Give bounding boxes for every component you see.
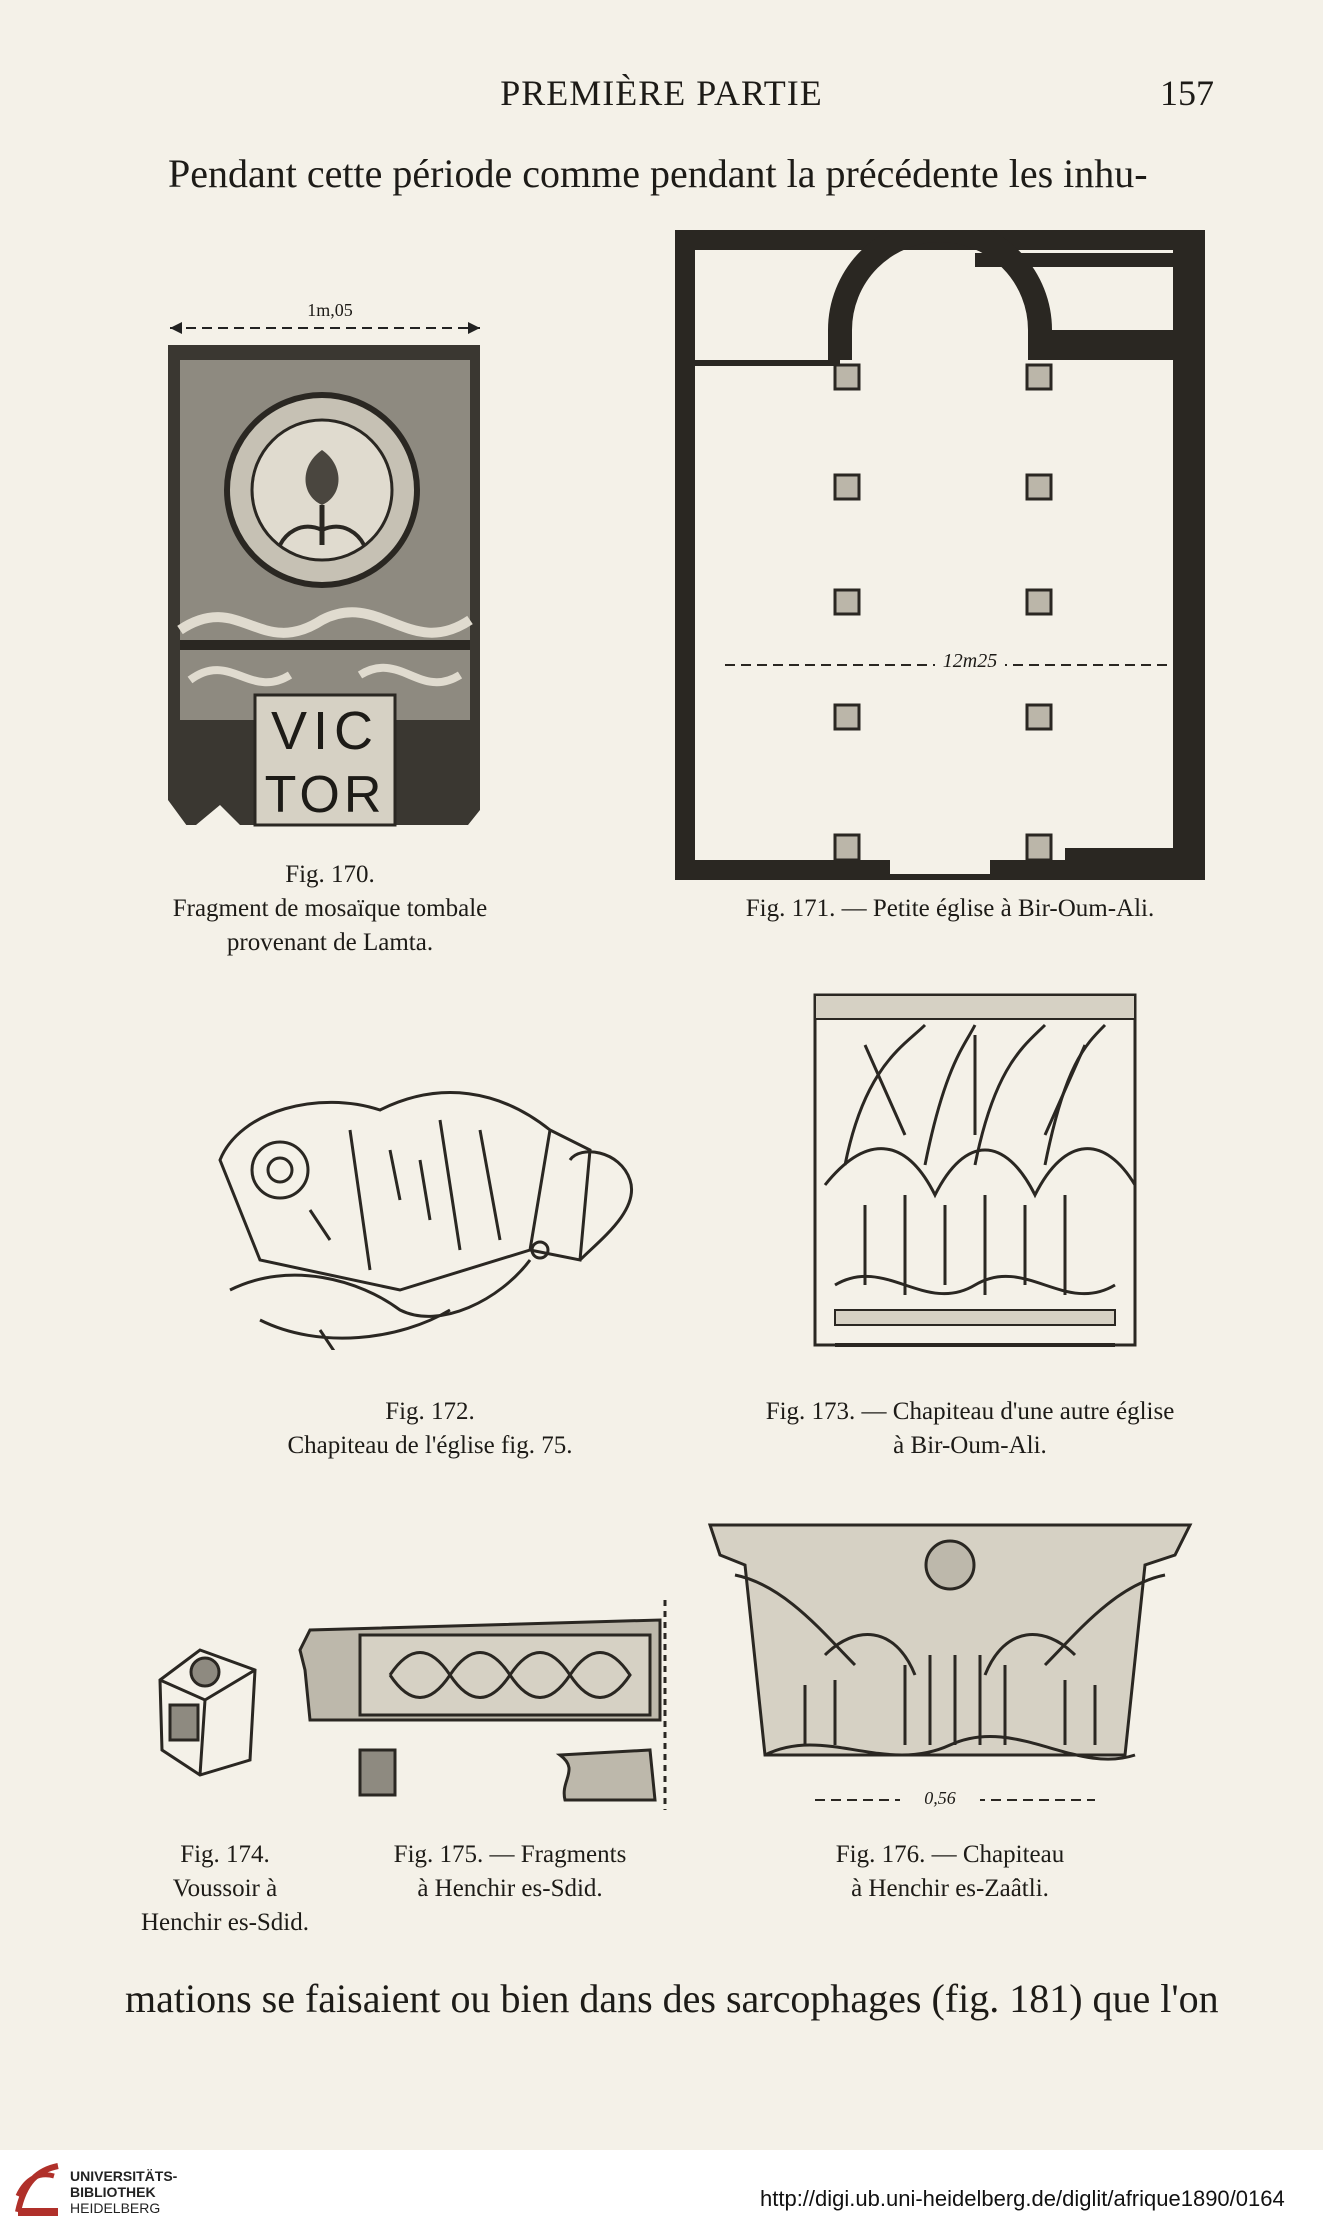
fig172-capital-sketch [218,1091,634,1350]
fig171-church-plan [675,230,1205,880]
fig174-caption-line-2: Voussoir à [172,1875,278,1902]
footer-bar [0,2150,1323,2238]
fig176-dimension-label: 0,56 [900,1788,980,1809]
running-header: PREMIÈRE PARTIE [500,73,823,113]
fig174-voussoir-sketch [158,1648,257,1777]
fig170-inscription-tor: TOR [264,766,386,824]
source-url-link[interactable]: http://digi.ub.uni-heidelberg.de/diglit/… [760,2186,1285,2211]
body-text-bottom-line: mations se faisaient ou bien dans des sa… [125,1976,1219,2021]
fig175-fragments-drawing [298,1600,667,1810]
fig174-caption-line-3: Henchir es-Sdid. [140,1909,310,1936]
fig170-caption-line-3: provenant de Lamta. [226,929,434,956]
fig173-capital-drawing [813,993,1137,1347]
logo-line-2: BIBLIOTHEK [70,2184,156,2200]
fig176-caption-line-1: Fig. 176. — Chapiteau [835,1841,1065,1868]
library-logo-text: UNIVERSITÄTS- BIBLIOTHEK HEIDELBERG [70,2168,177,2216]
fig171-dimension-label: 12m25 [935,650,1005,673]
fig173-caption-line-1: Fig. 173. — Chapiteau d'une autre église [765,1398,1175,1425]
page-number: 157 [1160,73,1214,113]
body-text-top-line: Pendant cette période comme pendant la p… [168,151,1148,196]
fig172-caption-number: Fig. 172. [385,1398,475,1425]
fig175-caption-line-1: Fig. 175. — Fragments [393,1841,627,1868]
fig170-caption-number: Fig. 170. [285,861,375,888]
fig170-inscription-vic: VIC [270,701,380,761]
fig170-mosaic-illustration [160,322,490,840]
fig176-caption-line-2: à Henchir es-Zaâtli. [851,1875,1049,1902]
fig172-caption-line-2: Chapiteau de l'église fig. 75. [287,1432,573,1459]
logo-line-3: HEIDELBERG [70,2200,161,2216]
logo-line-1: UNIVERSITÄTS- [70,2168,178,2184]
fig171-caption: Fig. 171. — Petite église à Bir-Oum-Ali. [745,895,1155,922]
fig175-caption-line-2: à Henchir es-Sdid. [417,1875,603,1902]
fig174-caption-number: Fig. 174. [180,1841,270,1868]
fig170-caption-line-2: Fragment de mosaïque tombale [172,895,488,922]
fig176-capital-drawing [707,1523,1193,1801]
fig170-dimension-label: 1m,05 [200,300,460,321]
university-library-logo-icon [15,2163,59,2216]
fig173-caption-line-2: à Bir-Oum-Ali. [893,1432,1047,1459]
